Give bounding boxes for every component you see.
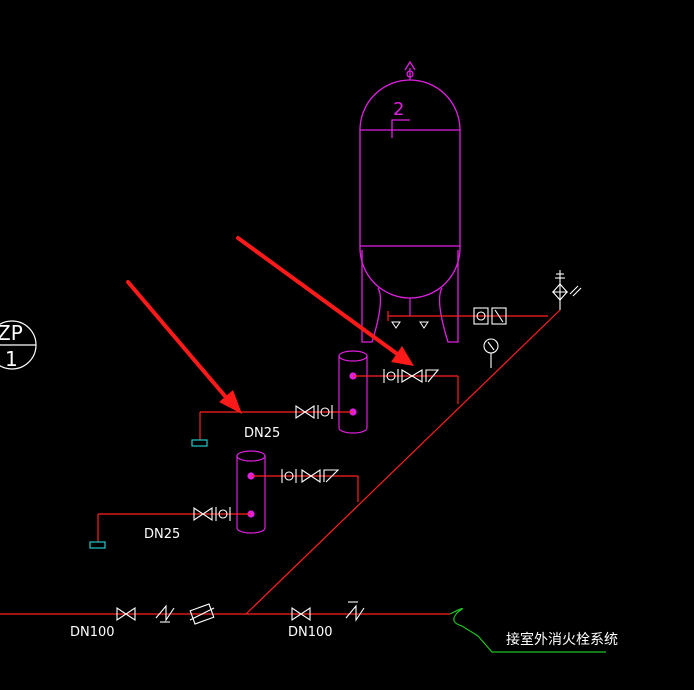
tank-bottom-piping xyxy=(387,298,548,329)
lower-cylinder-inlet xyxy=(89,506,251,549)
main-riser-pipe xyxy=(245,309,561,615)
pipe-label-dn100-right: DN100 xyxy=(288,625,333,640)
index-mark-bottom: 1 xyxy=(5,347,18,371)
pressure-tank xyxy=(359,60,461,343)
main-horizontal-pipe xyxy=(0,601,606,653)
index-mark-top: ZP xyxy=(0,321,23,345)
tank-number-label: 2 xyxy=(393,99,404,120)
index-mark-circle xyxy=(0,320,37,370)
upper-cylinder xyxy=(338,350,368,434)
annotation-arrow-left xyxy=(126,280,242,414)
outlet-label: 接室外消火栓系统 xyxy=(506,631,618,648)
pipe-label-dn25-lower: DN25 xyxy=(144,527,180,542)
upper-cylinder-outlet xyxy=(353,369,459,404)
annotation-arrow-right xyxy=(236,236,414,366)
pipe-label-dn25-upper: DN25 xyxy=(244,426,280,441)
safety-valve-icon xyxy=(551,270,582,310)
pipe-label-dn100-left: DN100 xyxy=(70,625,115,640)
pressure-gauge-icon xyxy=(483,338,499,368)
upper-cylinder-inlet xyxy=(191,404,353,447)
top-valve-group xyxy=(473,307,507,325)
lower-cylinder-outlet xyxy=(251,468,359,502)
lower-cylinder xyxy=(236,450,266,534)
